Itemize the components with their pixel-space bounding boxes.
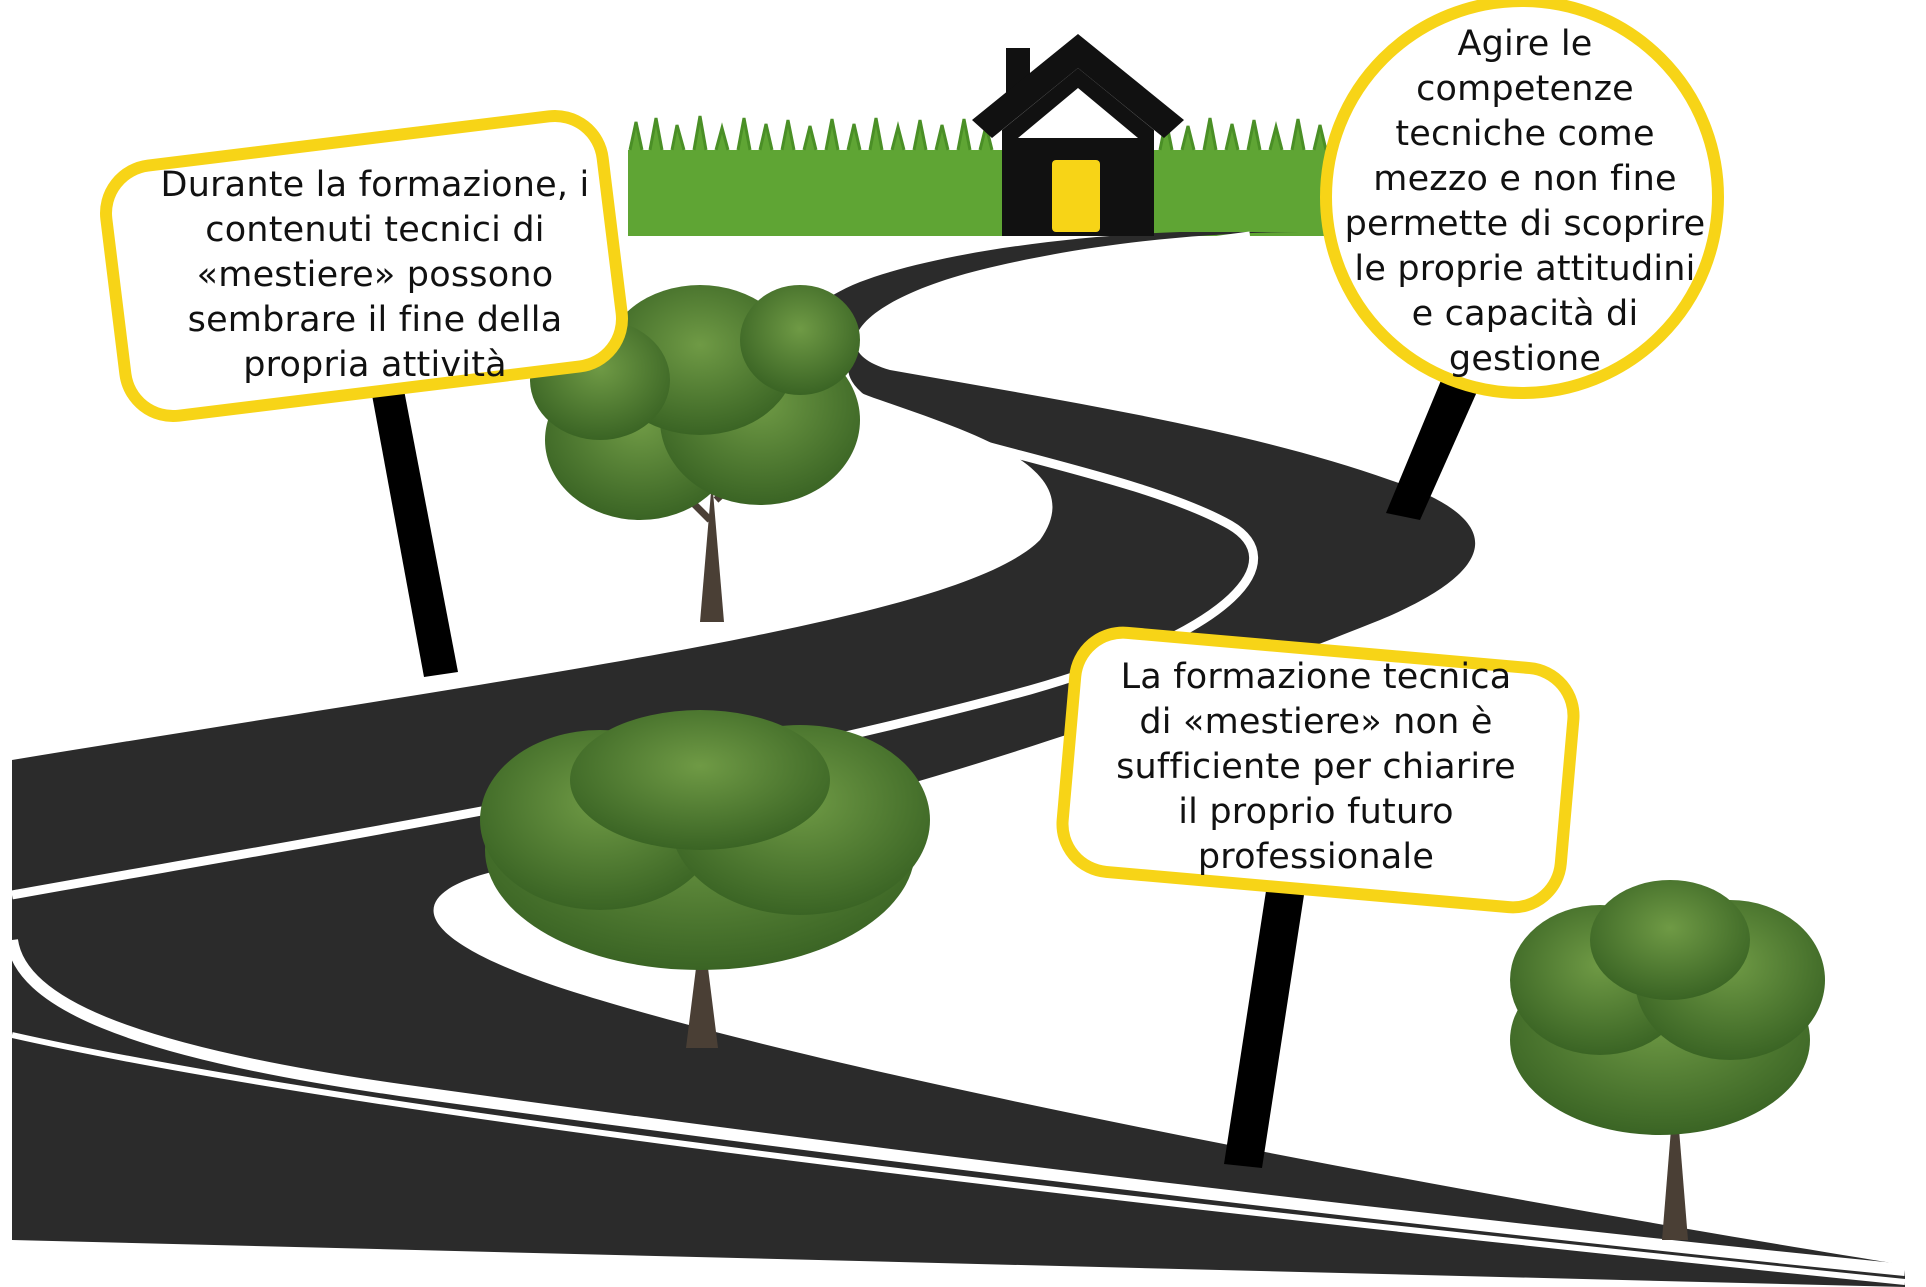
sign-board-top-left bbox=[99, 109, 629, 423]
sign-text-bottom-right: La formazione tecnica di «mestiere» non … bbox=[1116, 657, 1516, 877]
grass-strip bbox=[628, 115, 1330, 236]
sign-post-top-right bbox=[1386, 378, 1480, 520]
sign-board-bottom-right bbox=[1056, 626, 1580, 914]
house-icon bbox=[972, 34, 1184, 236]
winding-road bbox=[6, 231, 1906, 1287]
sign-post-left bbox=[372, 390, 458, 677]
tree-lower-middle bbox=[480, 710, 930, 1048]
tree-bottom-right bbox=[1510, 880, 1825, 1240]
sign-post-bottom-right bbox=[1224, 878, 1306, 1168]
sign-board-top-right bbox=[1320, 0, 1724, 399]
tree-upper-middle bbox=[530, 285, 860, 622]
sign-text-top-right: Agire le competenze tecniche come mezzo … bbox=[1344, 24, 1706, 379]
sign-text-top-left: Durante la formazione, i contenuti tecni… bbox=[160, 165, 590, 385]
